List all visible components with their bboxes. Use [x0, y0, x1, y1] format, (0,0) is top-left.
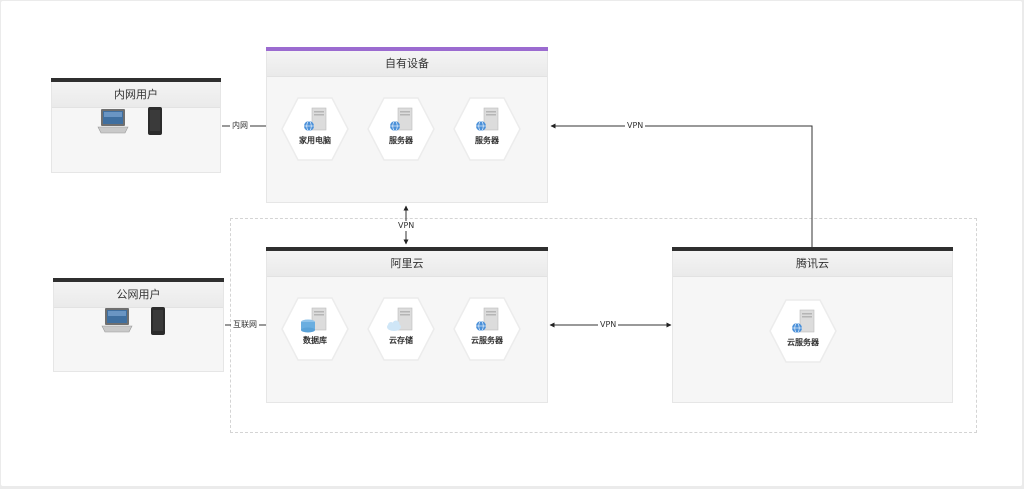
group-intranet-users: 内网用户 [51, 78, 221, 173]
server-icon [799, 309, 815, 333]
group-title: 自有设备 [267, 51, 547, 77]
group-title: 公网用户 [54, 282, 223, 308]
hexagon-frame [367, 97, 435, 161]
node-database[interactable]: 数据库 [280, 296, 350, 362]
node-server-1[interactable]: 服务器 [366, 96, 436, 162]
hexagon-frame [281, 297, 349, 361]
laptop-icon [97, 109, 129, 134]
globe-icon [476, 120, 486, 132]
node-server-2[interactable]: 服务器 [452, 96, 522, 162]
globe-icon [792, 322, 802, 334]
server-icon [311, 107, 327, 131]
globe-icon [390, 120, 400, 132]
hexagon-frame [453, 297, 521, 361]
database-icon [301, 319, 315, 333]
intranet-label: 内网 [230, 121, 250, 131]
vpn-tencent-own-label: VPN [625, 121, 646, 131]
server-icon [483, 307, 499, 331]
hexagon-frame [281, 97, 349, 161]
group-title: 内网用户 [52, 82, 220, 108]
node-home-pc[interactable]: 家用电脑 [280, 96, 350, 162]
group-title: 腾讯云 [673, 251, 952, 277]
group-public-users: 公网用户 [53, 278, 224, 372]
globe-icon [304, 120, 314, 132]
server-icon [397, 107, 413, 131]
hexagon-frame [769, 299, 837, 363]
hexagon-frame [367, 297, 435, 361]
globe-icon [476, 320, 486, 332]
internet-label: 互联网 [231, 320, 259, 330]
group-title: 阿里云 [267, 251, 547, 277]
vpn-ali-tencent-label: VPN [598, 320, 619, 330]
node-cloud-storage[interactable]: 云存储 [366, 296, 436, 362]
server-icon [311, 307, 327, 331]
phone-icon [148, 107, 162, 135]
phone-icon [151, 307, 165, 335]
laptop-icon [101, 308, 133, 333]
server-icon [483, 107, 499, 131]
hexagon-frame [453, 97, 521, 161]
node-cloud-server-ali[interactable]: 云服务器 [452, 296, 522, 362]
server-icon [397, 307, 413, 331]
cloud-storage-icon [387, 320, 401, 331]
vpn-own-ali-label: VPN [396, 221, 417, 231]
vpn-tencent-own-line [550, 123, 813, 248]
node-cloud-server-tencent[interactable]: 云服务器 [768, 298, 838, 364]
